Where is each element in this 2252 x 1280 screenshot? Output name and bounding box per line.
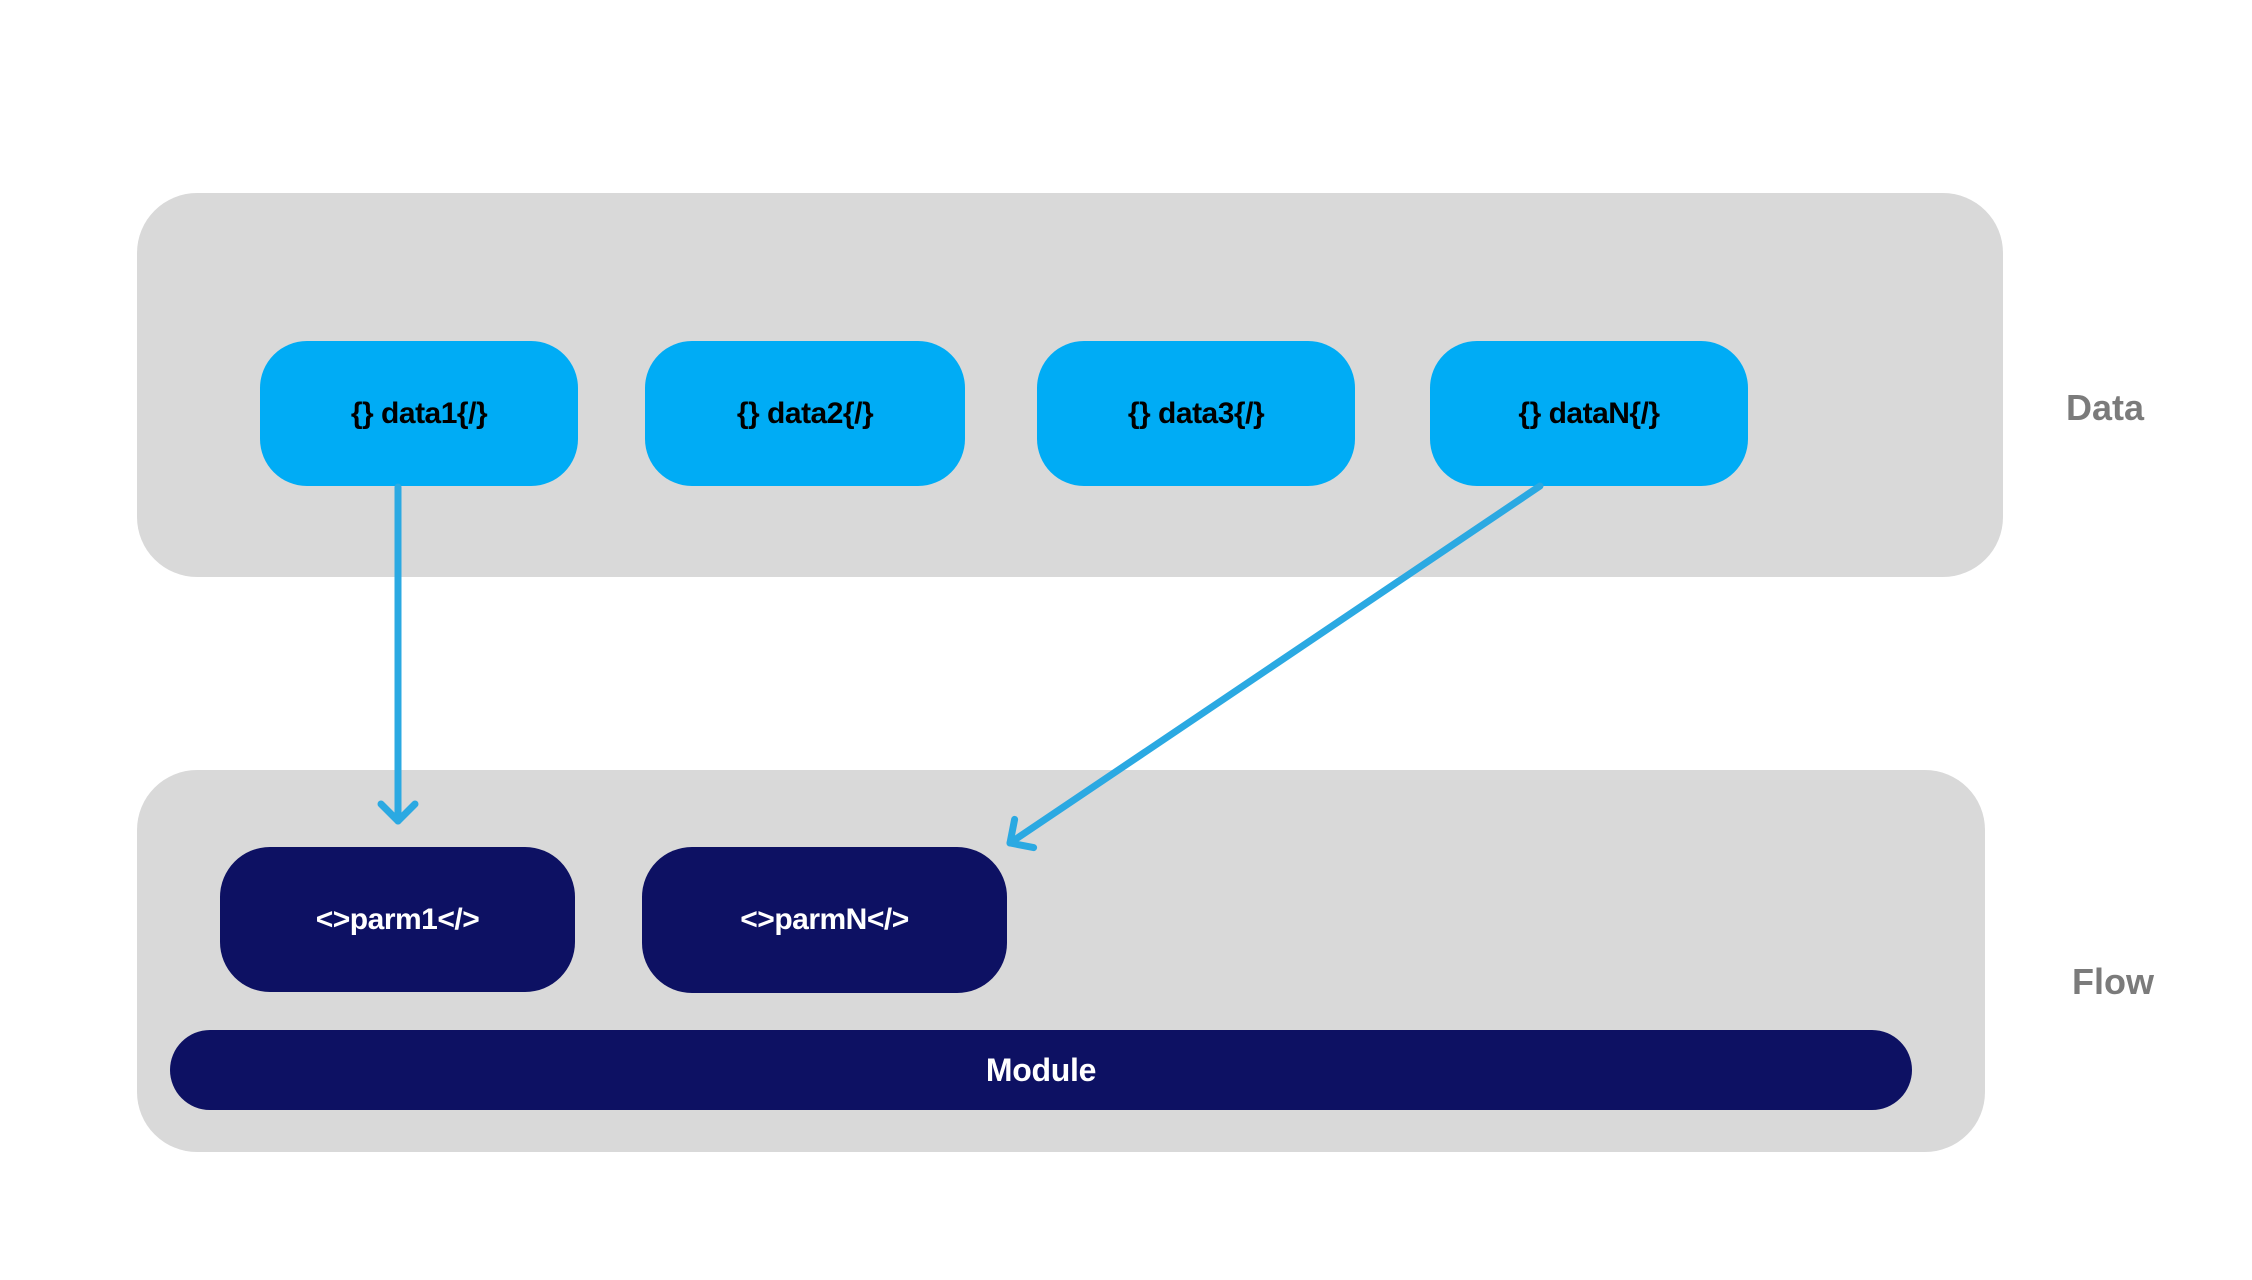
node-data3: {} data3{/} [1037, 341, 1355, 486]
node-data1: {} data1{/} [260, 341, 578, 486]
module-bar: Module [170, 1030, 1912, 1110]
node-parmN: <>parmN</> [642, 847, 1007, 993]
node-parm1: <>parm1</> [220, 847, 575, 992]
node-dataN-label: {} dataN{/} [1518, 396, 1660, 430]
module-bar-label: Module [985, 1051, 1097, 1088]
node-parmN-label: <>parmN</> [740, 903, 909, 936]
node-dataN: {} dataN{/} [1430, 341, 1748, 486]
data-section-label: Data [2066, 387, 2145, 428]
node-data2-label: {} data2{/} [736, 396, 874, 430]
node-data3-label: {} data3{/} [1127, 396, 1265, 430]
flow-section-label: Flow [2072, 961, 2154, 1002]
node-data1-label: {} data1{/} [350, 396, 488, 430]
node-data2: {} data2{/} [645, 341, 965, 486]
node-parm1-label: <>parm1</> [315, 902, 480, 936]
